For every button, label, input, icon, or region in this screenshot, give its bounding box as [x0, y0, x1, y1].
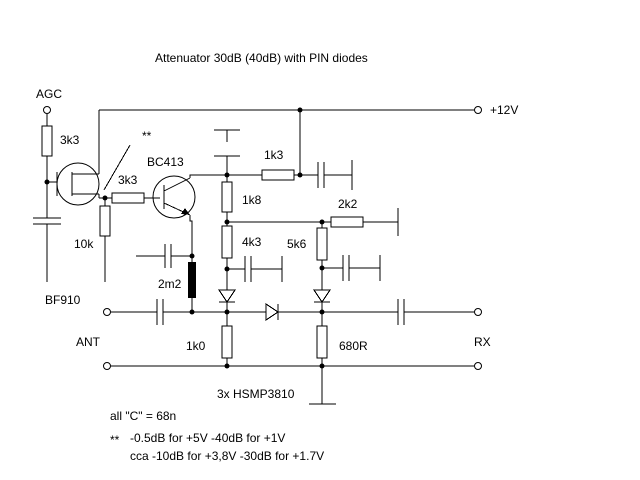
emitter-wire: [189, 215, 193, 256]
resistor-base-3k3: [111, 192, 145, 204]
resistor-1k8: [221, 181, 233, 213]
resistor-10k-label: 10k: [74, 237, 94, 251]
transistor-collector: [163, 177, 191, 192]
fet-bf910-body: [56, 162, 100, 206]
transistor-bc413-label: BC413: [147, 155, 184, 169]
star-annotation: **: [142, 129, 152, 143]
adjust-arrow: [103, 144, 131, 191]
collector-wire: [189, 174, 227, 178]
resistor-1k8-label: 1k8: [242, 193, 262, 207]
agc-label: AGC: [36, 87, 62, 101]
resistor-680r: [316, 325, 328, 359]
note-line-1: -0.5dB for +5V -40dB for +1V: [130, 431, 285, 445]
resistor-5k6-label: 5k6: [287, 237, 307, 251]
resistor-1k3: [261, 169, 295, 181]
resistor-4k3: [221, 225, 233, 259]
choke-2m2: [188, 262, 196, 298]
resistor-1k3-label: 1k3: [264, 148, 284, 162]
ground-terminal-left[interactable]: [103, 362, 111, 370]
rx-label: RX: [474, 335, 491, 349]
diodes-note: 3x HSMP3810: [217, 387, 295, 401]
resistor-2k2-label: 2k2: [338, 197, 358, 211]
ant-terminal[interactable]: [103, 308, 111, 316]
emitter-arrow: [181, 208, 190, 215]
resistor-680r-label: 680R: [339, 339, 368, 353]
note-star: **: [110, 433, 120, 447]
ant-label: ANT: [76, 335, 101, 349]
resistor-10k: [99, 205, 111, 237]
capacitor-note: all "C" = 68n: [110, 409, 176, 423]
resistor-5k6: [316, 227, 328, 261]
junction-dot: [224, 363, 230, 369]
resistor-4k3-label: 4k3: [242, 235, 262, 249]
pin-diode-series: [265, 303, 279, 321]
transistor-bc413-body: [152, 175, 196, 219]
resistor-1k0: [221, 325, 233, 359]
resistor-base-3k3-label: 3k3: [118, 173, 138, 187]
supply-label: +12V: [490, 103, 518, 117]
note-line-2: cca -10dB for +3,8V -30dB for +1.7V: [130, 449, 324, 463]
agc-terminal[interactable]: [43, 106, 51, 114]
fet-bf910-label: BF910: [45, 293, 81, 307]
junction-dot: [189, 309, 195, 315]
junction-dot: [297, 172, 303, 178]
resistor-2k2: [330, 216, 364, 228]
pin-diode-1: [218, 289, 236, 303]
resistor-1k0-label: 1k0: [186, 339, 206, 353]
rx-terminal[interactable]: [474, 308, 482, 316]
supply-terminal[interactable]: [474, 106, 482, 114]
schematic-title: Attenuator 30dB (40dB) with PIN diodes: [155, 51, 368, 65]
pin-diode-2: [313, 289, 331, 303]
ground-terminal-right[interactable]: [474, 362, 482, 370]
choke-2m2-label: 2m2: [158, 277, 182, 291]
resistor-agc-3k3-label: 3k3: [60, 133, 80, 147]
resistor-agc-3k3: [41, 125, 53, 157]
